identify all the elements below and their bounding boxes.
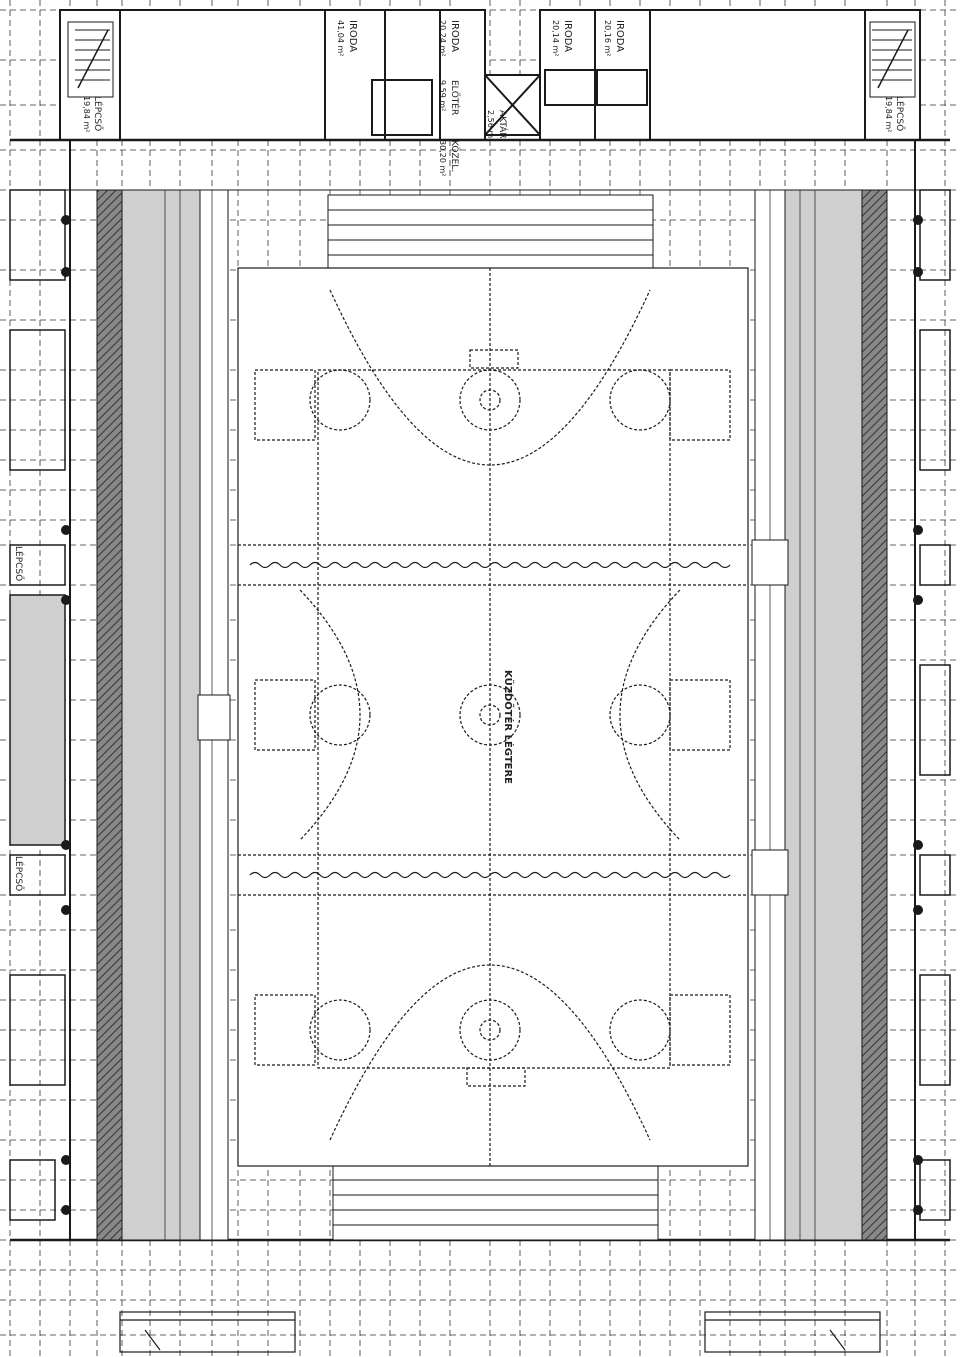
- room-area-lift: 2,56 m²: [486, 110, 495, 141]
- seating-left: [96, 189, 231, 1241]
- room-labels: IRODA 41,04 m² IRODA 20,24 m² ELŐTÉR 9,5…: [13, 20, 906, 891]
- room-name-kozlekedo: KÖZEL.: [449, 140, 460, 172]
- room-area-stair-right: 19,84 m²: [884, 96, 893, 132]
- column: [61, 215, 71, 225]
- column: [61, 1155, 71, 1165]
- room-area-iroda-3: 20,14 m²: [551, 20, 560, 56]
- room-area-kozlekedo: 30,20 m²: [438, 140, 447, 176]
- bottom-stairs: [119, 1311, 881, 1353]
- column: [913, 595, 923, 605]
- column: [61, 595, 71, 605]
- stand-top: [327, 194, 654, 271]
- column: [61, 1205, 71, 1215]
- room-name-lift: AKTÁR: [497, 110, 509, 139]
- room-name-eloter: ELŐTÉR: [449, 80, 461, 115]
- column: [913, 1205, 923, 1215]
- room-name-stair-side-left-2: LÉPCSŐ: [13, 856, 25, 891]
- room-name-stair-left: LÉPCSŐ: [92, 96, 104, 131]
- arena-label: KÜZDŐTÉR LÉGTERE: [502, 670, 516, 784]
- column: [61, 905, 71, 915]
- staircase-right-top: [869, 21, 916, 98]
- column: [913, 1155, 923, 1165]
- stand-bottom: [332, 1164, 659, 1241]
- column: [913, 525, 923, 535]
- office-block: [10, 9, 950, 191]
- column: [913, 267, 923, 277]
- room-area-eloter: 9,59 m²: [438, 80, 447, 111]
- room-area-iroda-2: 20,24 m²: [438, 20, 447, 56]
- room-area-iroda-4: 20,16 m²: [603, 20, 612, 56]
- structural-columns: [61, 215, 923, 1215]
- room-name-iroda-2: IRODA: [449, 20, 460, 52]
- column: [913, 215, 923, 225]
- room-name-iroda-3: IRODA: [562, 20, 573, 52]
- column: [61, 840, 71, 850]
- column: [61, 267, 71, 277]
- court: [237, 267, 749, 1167]
- side-rooms-right: [919, 189, 951, 1221]
- column: [913, 840, 923, 850]
- room-name-iroda-4: IRODA: [614, 20, 625, 52]
- room-name-iroda-1: IRODA: [347, 20, 358, 52]
- side-rooms-left: [9, 189, 66, 1221]
- room-area-iroda-1: 41,04 m²: [336, 20, 345, 56]
- column: [61, 525, 71, 535]
- room-name-stair-side-left: LÉPCSŐ: [13, 546, 25, 581]
- column: [913, 905, 923, 915]
- staircase-left-top: [67, 21, 114, 98]
- room-area-stair-left: 19,84 m²: [82, 96, 91, 132]
- seating-right: [751, 189, 888, 1241]
- room-name-stair-right: LÉPCSŐ: [894, 96, 906, 131]
